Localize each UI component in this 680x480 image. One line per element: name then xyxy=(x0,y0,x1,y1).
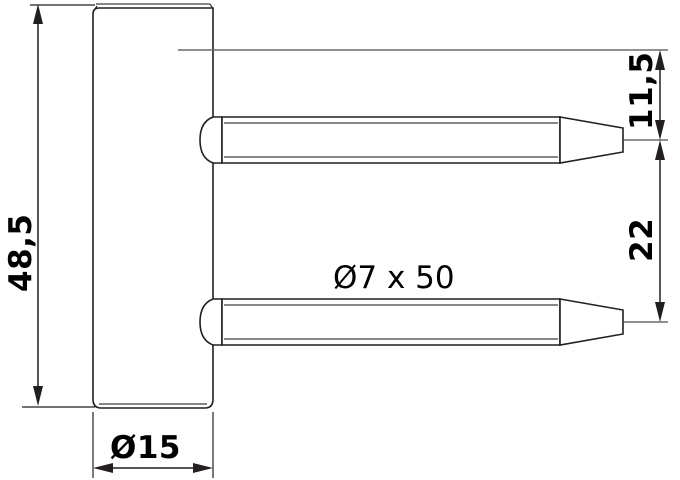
pin-spacing-arrow-top xyxy=(655,140,665,160)
top-offset-arrow-bottom xyxy=(655,120,665,140)
dimension-top-offset: 11,5 xyxy=(624,50,665,140)
lower-pin-shank xyxy=(221,298,561,346)
lower-pin-tip xyxy=(559,298,624,346)
plate-width-dim-text: Ø15 xyxy=(110,430,181,466)
lower-pin xyxy=(199,298,624,346)
upper-pin-nose xyxy=(199,116,223,164)
plate-width-arrow-right xyxy=(193,463,213,473)
top-offset-dim-text: 11,5 xyxy=(624,52,660,131)
pin-spacing-dim-text: 22 xyxy=(624,218,660,262)
dimension-pin-spacing: 22 xyxy=(624,140,665,322)
plate-width-arrow-left xyxy=(93,463,113,473)
mounting-plate xyxy=(92,3,214,409)
top-offset-arrow-top xyxy=(655,50,665,70)
plate-height-dim-text: 48,5 xyxy=(3,214,39,293)
dimension-plate-width: Ø15 xyxy=(92,412,214,478)
pin-spacing-arrow-bottom xyxy=(655,302,665,322)
upper-pin-shank xyxy=(221,116,561,164)
pin-spec-label: Ø7 x 50 xyxy=(333,260,455,296)
plate-height-arrow-bottom xyxy=(33,386,43,406)
dimension-plate-height: 48,5 xyxy=(3,4,95,408)
plate-body xyxy=(92,7,214,409)
upper-pin xyxy=(199,116,624,164)
lower-pin-nose xyxy=(199,298,223,346)
plate-height-arrow-top xyxy=(33,4,43,24)
upper-pin-tip xyxy=(559,116,624,164)
plate-top-left-chamfer xyxy=(92,5,98,13)
